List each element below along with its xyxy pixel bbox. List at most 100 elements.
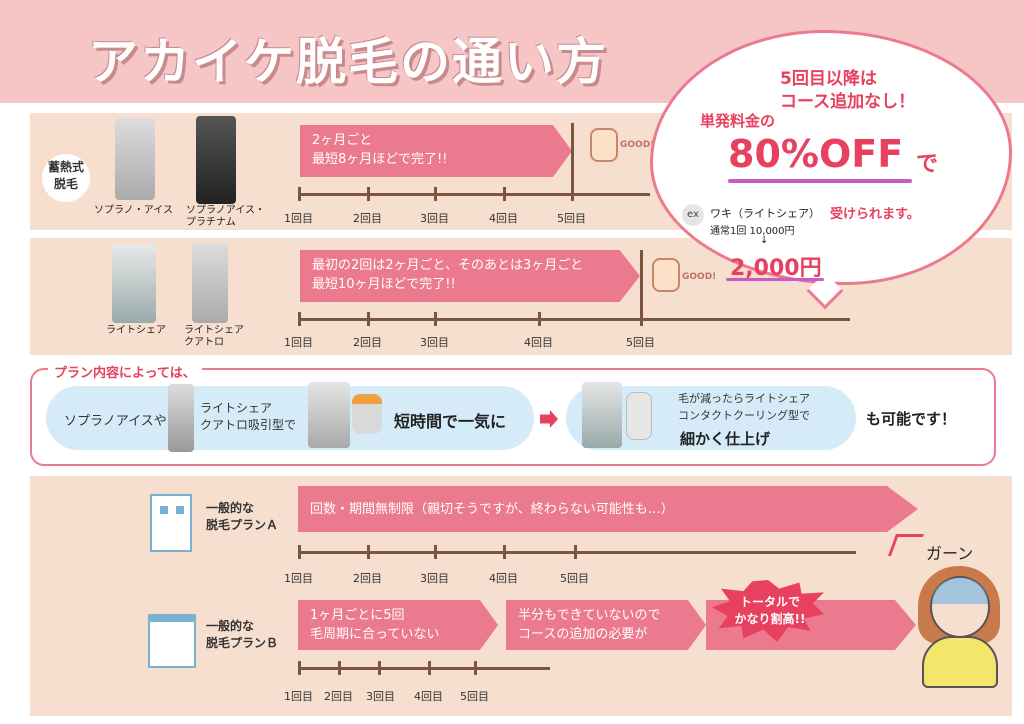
lightsheer-tick-5	[640, 312, 643, 326]
good-text: GOOD!	[682, 272, 717, 282]
plan-b-tick-label-3: 3回目	[366, 690, 395, 703]
offer-line-2: コース追加なし！	[780, 92, 916, 112]
plan-right-strong: 細かく仕上げ	[680, 430, 771, 448]
thumbs-up-icon	[652, 258, 680, 292]
lightsheer-quattro-small-image	[308, 382, 350, 448]
gaan-text: ガーン	[926, 544, 974, 563]
plan-a-tick-4	[503, 545, 506, 559]
lightsheer-timeline	[298, 318, 850, 321]
thumbs-up-icon	[590, 128, 618, 162]
plan-a-tick-label-4: 4回目	[489, 572, 518, 585]
burst-text: トータルで かなり割高!!	[734, 595, 806, 626]
plan-b-arrow-2: 半分もできていないので コースの追加の必要が	[506, 600, 706, 650]
ex-price-underline	[726, 278, 824, 281]
thermal-tick-label-2: 2回目	[353, 212, 382, 225]
plan-a-tick-2	[367, 545, 370, 559]
ex-badge: ex	[682, 204, 704, 226]
thermal-tick-label-4: 4回目	[489, 212, 518, 225]
handpiece-orange-image	[352, 394, 382, 434]
plan-b-label: 一般的な 脱毛プランＢ	[206, 619, 279, 650]
plan-b-tick-label-4: 4回目	[414, 690, 443, 703]
plan-left-sub: ライトシェア クアトロ吸引型で	[200, 401, 297, 432]
plan-a-tick-1	[298, 545, 301, 559]
plan-a-tick-label-5: 5回目	[560, 572, 589, 585]
plan-a-tick-3	[434, 545, 437, 559]
plan-left-text: ソプラノアイスや	[64, 414, 167, 429]
good-text: GOOD!	[620, 140, 655, 150]
plan-a-arrow: 回数・期間無制限（親切そうですが、終わらない可能性も…）	[298, 486, 918, 532]
lightsheer-tick-3	[434, 312, 437, 326]
thermal-arrow: 2ヶ月ごと 最短8ヶ月ほどで完了!!	[300, 125, 572, 177]
lightsheer-arrow: 最初の2回は2ヶ月ごと、そのあとは3ヶ月ごと 最短10ヶ月ほどで完了!!	[300, 250, 640, 302]
thermal-label-text: 蓄熱式 脱毛	[47, 160, 84, 191]
lightsheer-tick-4	[538, 312, 541, 326]
lightsheer-small-image	[582, 382, 622, 448]
plan-a-timeline	[298, 551, 856, 554]
plan-right-sub: 毛が減ったらライトシェア コンタクトクーリング型で	[678, 392, 810, 422]
plan-a-tick-label-3: 3回目	[420, 572, 449, 585]
offer-line-3: 単発料金の	[700, 112, 776, 130]
thermal-tick-2	[367, 187, 370, 201]
ex-item: ワキ（ライトシェア）	[710, 207, 820, 220]
plan-end-text: も可能です！	[866, 410, 957, 428]
handpiece-white-image	[626, 392, 652, 440]
lightsheer-end-mark	[640, 250, 643, 326]
plan-arrow-icon	[540, 410, 558, 428]
plan-b-tick-2	[338, 661, 341, 675]
offer-line-4: 受けられます。	[830, 207, 920, 222]
plan-header: プラン内容によっては、	[48, 362, 202, 381]
plan-a-tick-label-2: 2回目	[353, 572, 382, 585]
plan-a-label: 一般的な 脱毛プランＡ	[206, 501, 279, 532]
ex-normal-price: 通常1回 10,000円	[710, 226, 795, 237]
thermal-timeline	[298, 193, 650, 196]
plan-b-tick-label-5: 5回目	[460, 690, 489, 703]
plan-a-tick-5	[574, 545, 577, 559]
ex-arrow: ↓	[760, 235, 769, 246]
lightsheer-tick-label-2: 2回目	[353, 336, 382, 349]
ex-discount-price: 2,000円	[730, 256, 822, 281]
thermal-tick-5	[571, 187, 574, 201]
thermal-tick-label-3: 3回目	[420, 212, 449, 225]
plan-b-tick-3	[378, 661, 381, 675]
thermal-tick-4	[503, 187, 506, 201]
plan-left-pill	[46, 386, 534, 450]
thermal-tick-1	[298, 187, 301, 201]
page-title: アカイケ脱毛の通い方	[88, 33, 608, 91]
plan-b-tick-4	[428, 661, 431, 675]
lightsheer-image	[112, 245, 156, 323]
woman-body	[922, 636, 998, 688]
thermal-tick-label-5: 5回目	[557, 212, 586, 225]
plan-b-tick-label-2: 2回目	[324, 690, 353, 703]
clinic-icon	[148, 614, 196, 668]
offer-line-1: 5回目以降は	[780, 69, 877, 89]
soprano-platinum-label: ソプラノアイス・ プラチナム	[186, 205, 265, 228]
thermal-label	[42, 154, 90, 202]
soprano-ice-small-image	[168, 384, 194, 452]
thermal-tick-label-1: 1回目	[284, 212, 313, 225]
lightsheer-tick-2	[367, 312, 370, 326]
plan-b-timeline	[298, 667, 550, 670]
building-icon	[150, 494, 192, 552]
lightsheer-tick-label-4: 4回目	[524, 336, 553, 349]
plan-b-arrow-1: 1ヶ月ごとに5回 毛周期に合っていない	[298, 600, 498, 650]
plan-left-strong: 短時間で一気に	[394, 412, 507, 431]
lightsheer-tick-1	[298, 312, 301, 326]
thermal-end-mark	[571, 123, 574, 201]
offer-big-percent: 80%OFF	[728, 132, 904, 176]
soprano-ice-label: ソプラノ・アイス	[94, 205, 173, 216]
offer-de: で	[916, 152, 939, 177]
lightsheer-quattro-label: ライトシェア クアトロ	[184, 325, 244, 348]
plan-b-tick-1	[298, 661, 301, 675]
thermal-tick-3	[434, 187, 437, 201]
plan-a-tick-label-1: 1回目	[284, 572, 313, 585]
soprano-platinum-image	[196, 116, 236, 204]
lightsheer-label: ライトシェア	[106, 325, 166, 336]
lightsheer-tick-label-3: 3回目	[420, 336, 449, 349]
offer-underline	[728, 179, 912, 183]
lightsheer-tick-label-1: 1回目	[284, 336, 313, 349]
lightsheer-tick-label-5: 5回目	[626, 336, 655, 349]
plan-b-tick-label-1: 1回目	[284, 690, 313, 703]
plan-b-tick-5	[474, 661, 477, 675]
soprano-ice-image	[115, 118, 155, 200]
lightsheer-quattro-image	[192, 243, 228, 323]
